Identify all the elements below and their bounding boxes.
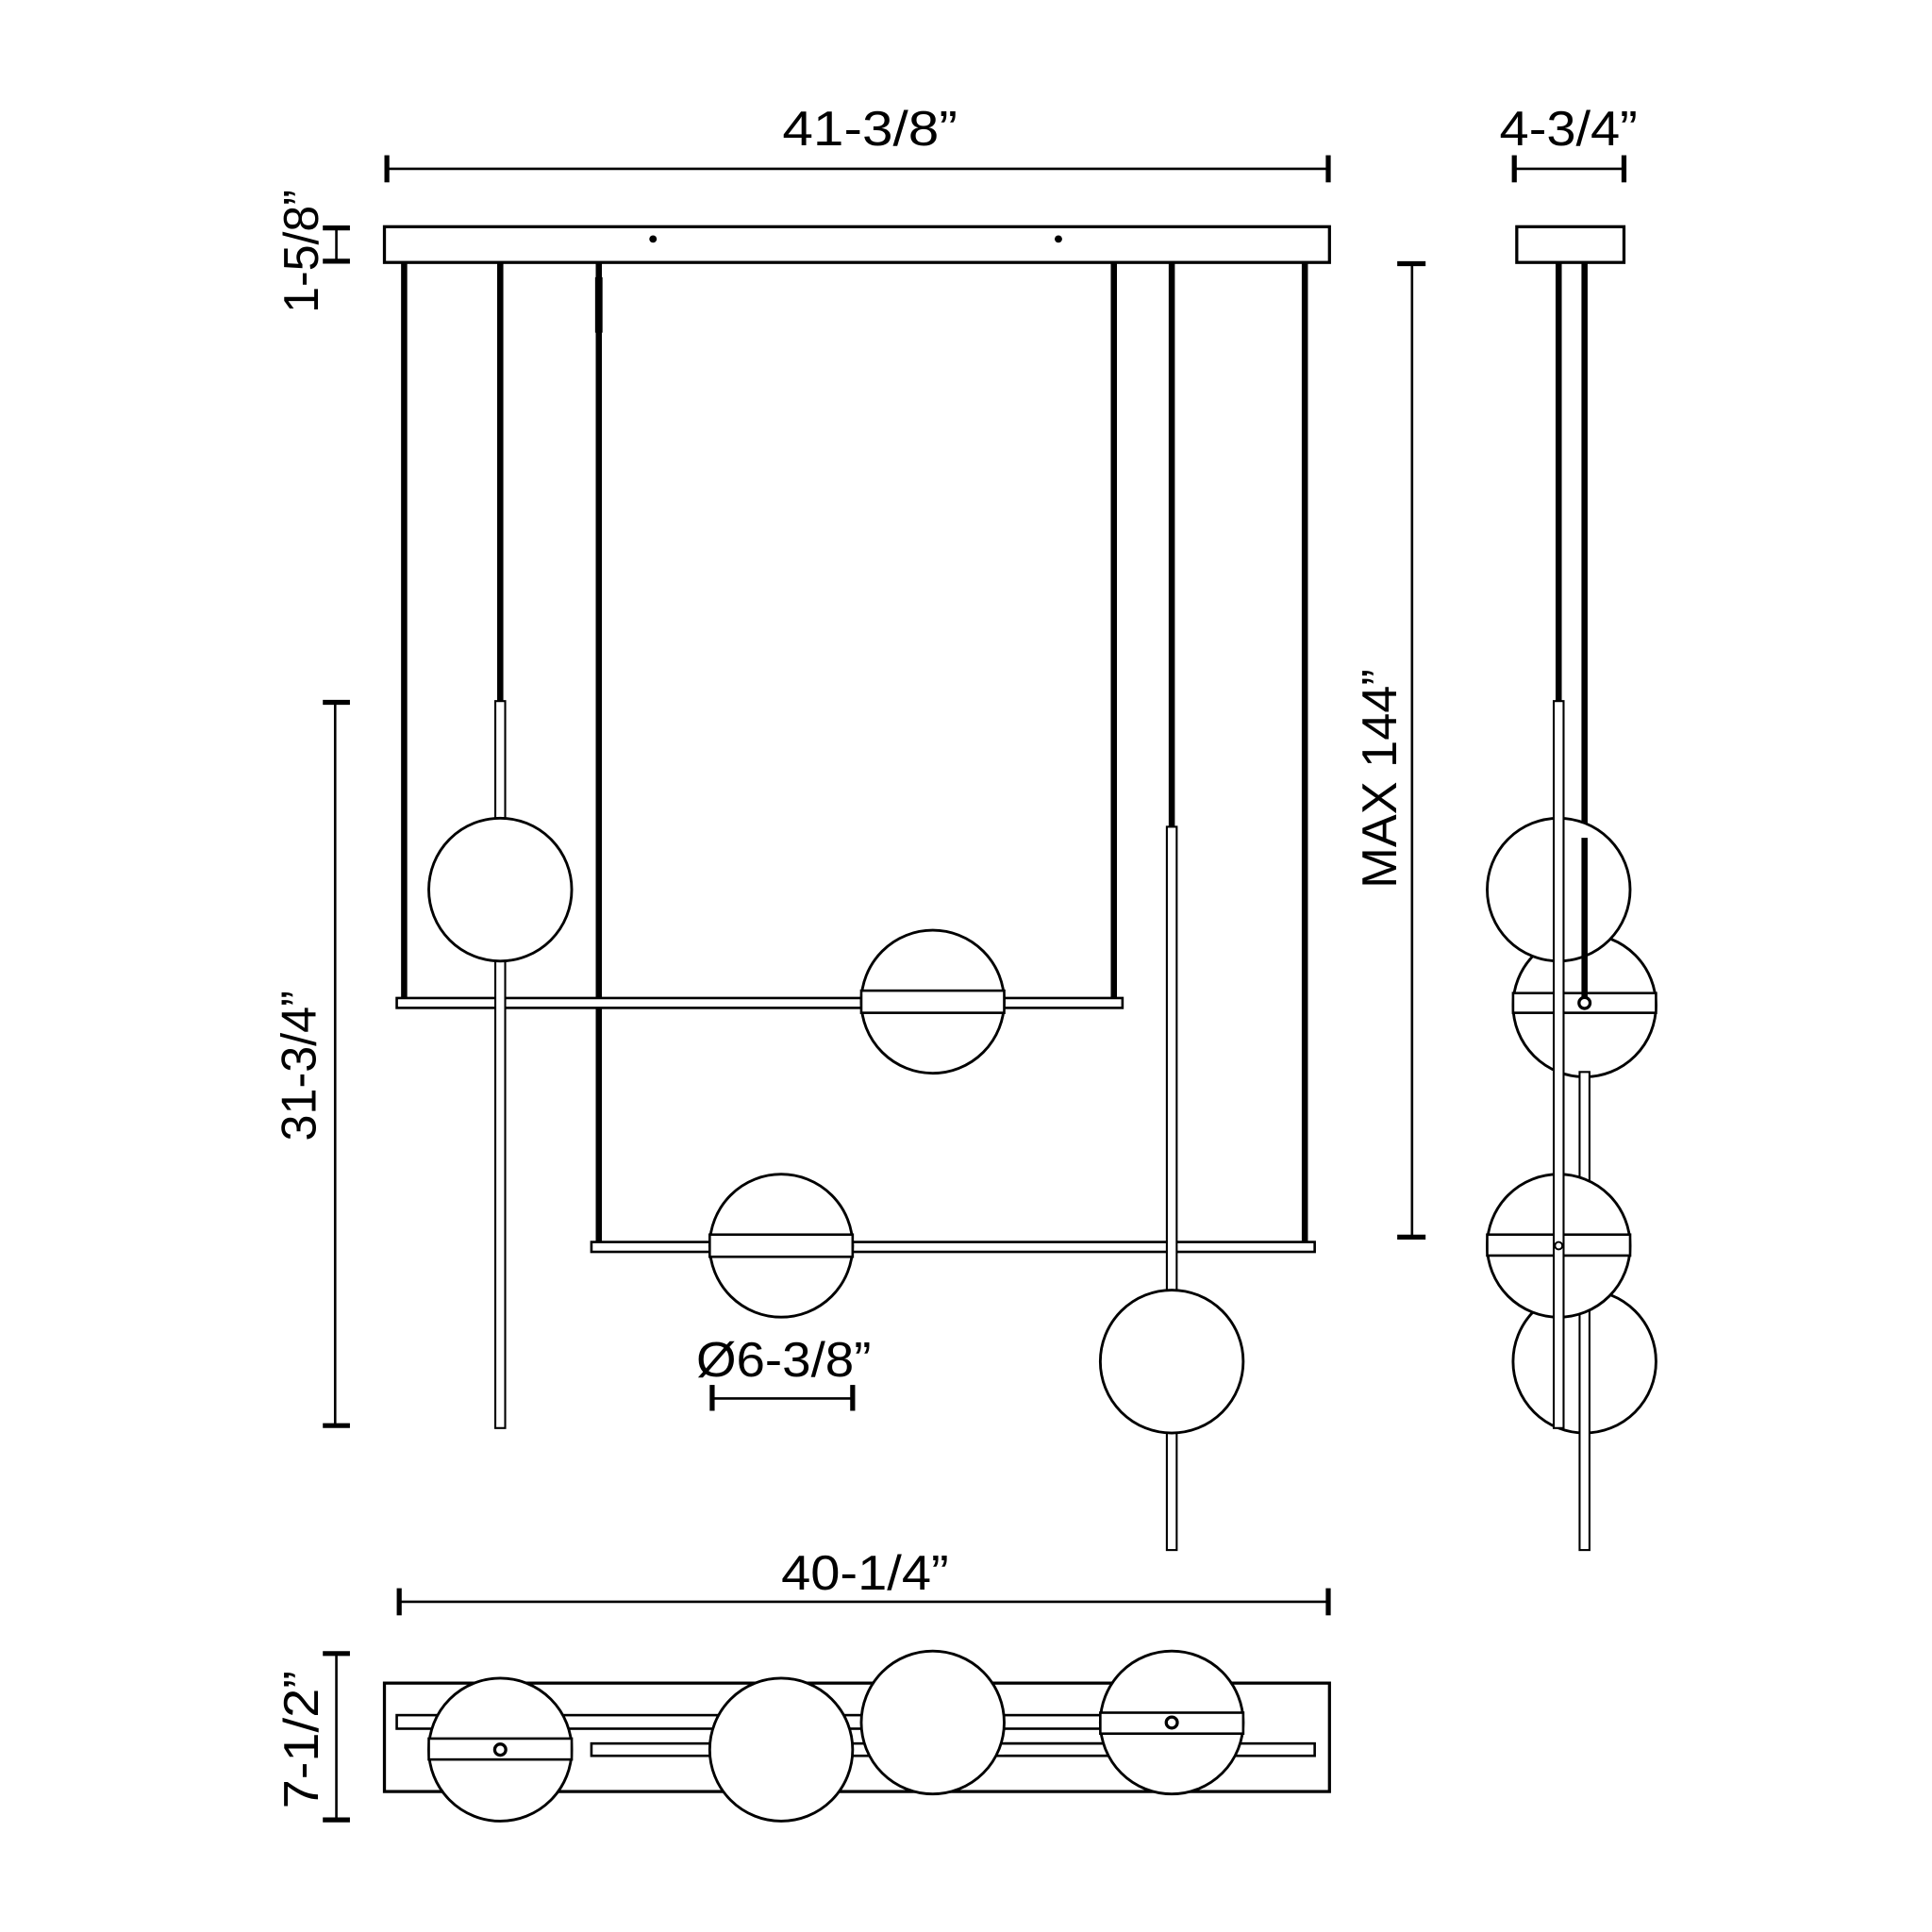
globe-diameter-label: Ø6-3/8” — [696, 1333, 871, 1388]
top-globe-2 — [708, 1676, 855, 1823]
globe-shade — [1098, 1289, 1245, 1435]
fixture-height-dimension: 31-3/4” — [272, 699, 350, 1428]
mounting-screw-icon — [1055, 235, 1062, 243]
suspension-cords — [401, 263, 1308, 1242]
fixture-height-label: 31-3/4” — [272, 991, 326, 1141]
overall-width-label: 41-3/8” — [782, 102, 957, 157]
bar-length-label: 40-1/4” — [781, 1546, 949, 1601]
max-height-dimension: MAX 144” — [1353, 260, 1426, 1240]
mounting-screw-icon — [649, 235, 658, 243]
top-depth-dimension: 7-1/2” — [275, 1651, 350, 1823]
bar-length-dimension: 40-1/4” — [396, 1546, 1331, 1616]
upper-light-bar — [395, 996, 1124, 1009]
left-vertical-pendant — [427, 700, 574, 1429]
side-canopy — [1515, 225, 1626, 264]
top-globe-1 — [427, 1676, 574, 1823]
canopy — [382, 225, 1331, 264]
max-height-label: MAX 144” — [1353, 669, 1407, 888]
right-vertical-pendant — [1098, 825, 1245, 1552]
top-plan-view: 40-1/4” 7-1/2” — [275, 1546, 1331, 1823]
overall-width-dimension: 41-3/8” — [384, 102, 1331, 183]
canopy-height-label: 1-5/8” — [275, 190, 329, 313]
top-globe-3 — [859, 1649, 1006, 1796]
lower-bar-globe — [708, 1173, 855, 1319]
cord-connector-icon — [1577, 995, 1592, 1010]
top-canopy-outline — [382, 1681, 1331, 1793]
top-globe-4 — [1098, 1649, 1245, 1796]
side-depth-label: 4-3/4” — [1500, 102, 1638, 157]
side-depth-dimension: 4-3/4” — [1500, 102, 1638, 183]
upper-bar-globe — [859, 928, 1006, 1075]
canopy-height-dimension: 1-5/8” — [275, 190, 350, 313]
side-elevation-view: 4-3/4” — [1486, 102, 1657, 1552]
globe-shade — [427, 816, 574, 963]
globe-diameter-dimension: Ø6-3/8” — [696, 1333, 871, 1411]
front-elevation-view: 41-3/8” 1-5/8” — [272, 102, 1426, 1552]
top-depth-label: 7-1/2” — [275, 1671, 329, 1808]
lower-light-bar — [590, 1241, 1316, 1254]
